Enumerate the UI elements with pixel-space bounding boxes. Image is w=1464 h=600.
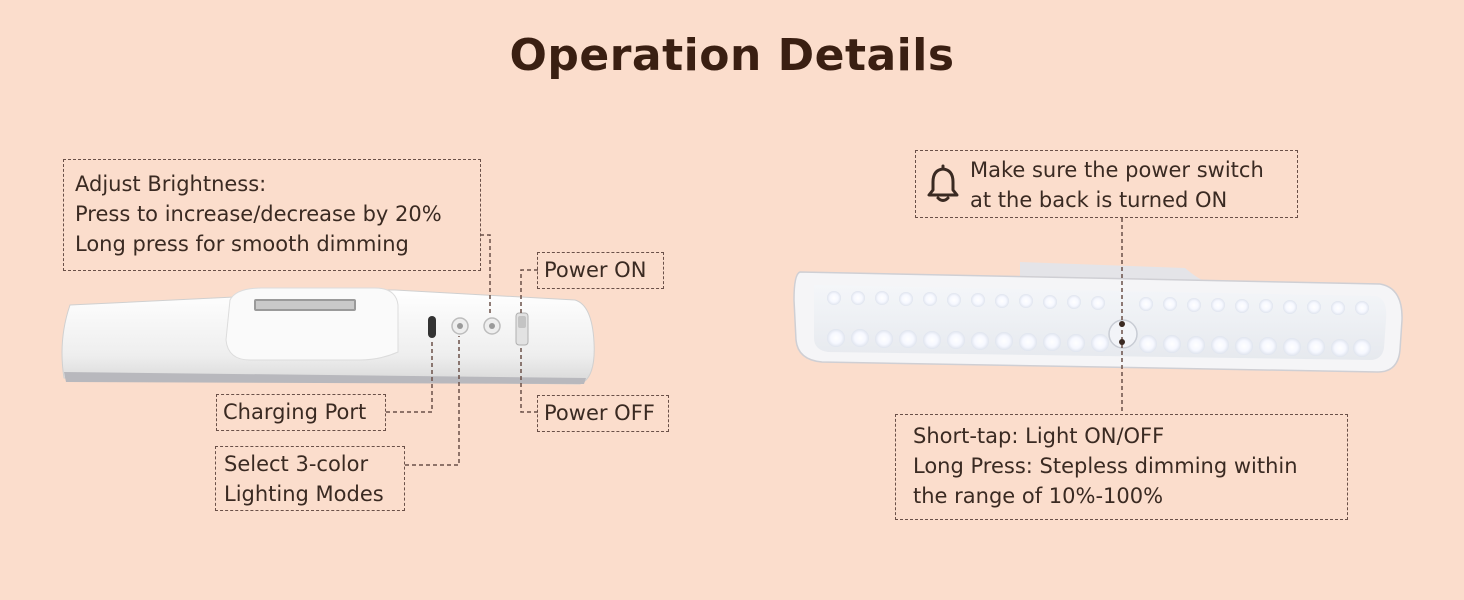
touch-line1: Short-tap: Light ON/OFF <box>913 424 1165 448</box>
brightness-line1: Press to increase/decrease by 20% <box>75 202 442 226</box>
touch-line2: Long Press: Stepless dimming within <box>913 454 1298 478</box>
color-modes-line2: Lighting Modes <box>224 482 384 506</box>
brightness-callout: Adjust Brightness: Press to increase/dec… <box>63 159 481 271</box>
touch-button <box>1108 319 1138 349</box>
switch-note-line2: at the back is turned ON <box>970 188 1228 212</box>
brightness-line2: Long press for smooth dimming <box>75 232 409 256</box>
charging-port-label: Charging Port <box>223 400 367 424</box>
led-row-top <box>827 291 1369 315</box>
switch-note-line1: Make sure the power switch <box>970 158 1264 182</box>
color-modes-callout: Select 3-color Lighting Modes <box>215 446 405 511</box>
power-on-callout: Power ON <box>537 252 664 289</box>
color-modes-line1: Select 3-color <box>224 452 369 476</box>
left-connector-lines <box>386 234 538 466</box>
switch-note-callout: Make sure the power switch at the back i… <box>915 150 1298 218</box>
power-off-label: Power OFF <box>544 401 655 425</box>
touch-line3: the range of 10%-100% <box>913 484 1164 508</box>
power-off-callout: Power OFF <box>537 395 669 432</box>
page-title: Operation Details <box>509 30 955 81</box>
power-on-label: Power ON <box>544 258 647 282</box>
brightness-heading: Adjust Brightness: <box>75 172 267 196</box>
led-row-bottom <box>827 329 1371 357</box>
charging-port-callout: Charging Port <box>216 394 386 431</box>
lamp-back-view <box>61 287 595 385</box>
usb-c-port <box>428 316 436 338</box>
bell-icon <box>927 164 959 202</box>
lamp-front-view <box>793 262 1403 373</box>
touch-callout: Short-tap: Light ON/OFF Long Press: Step… <box>895 414 1348 520</box>
